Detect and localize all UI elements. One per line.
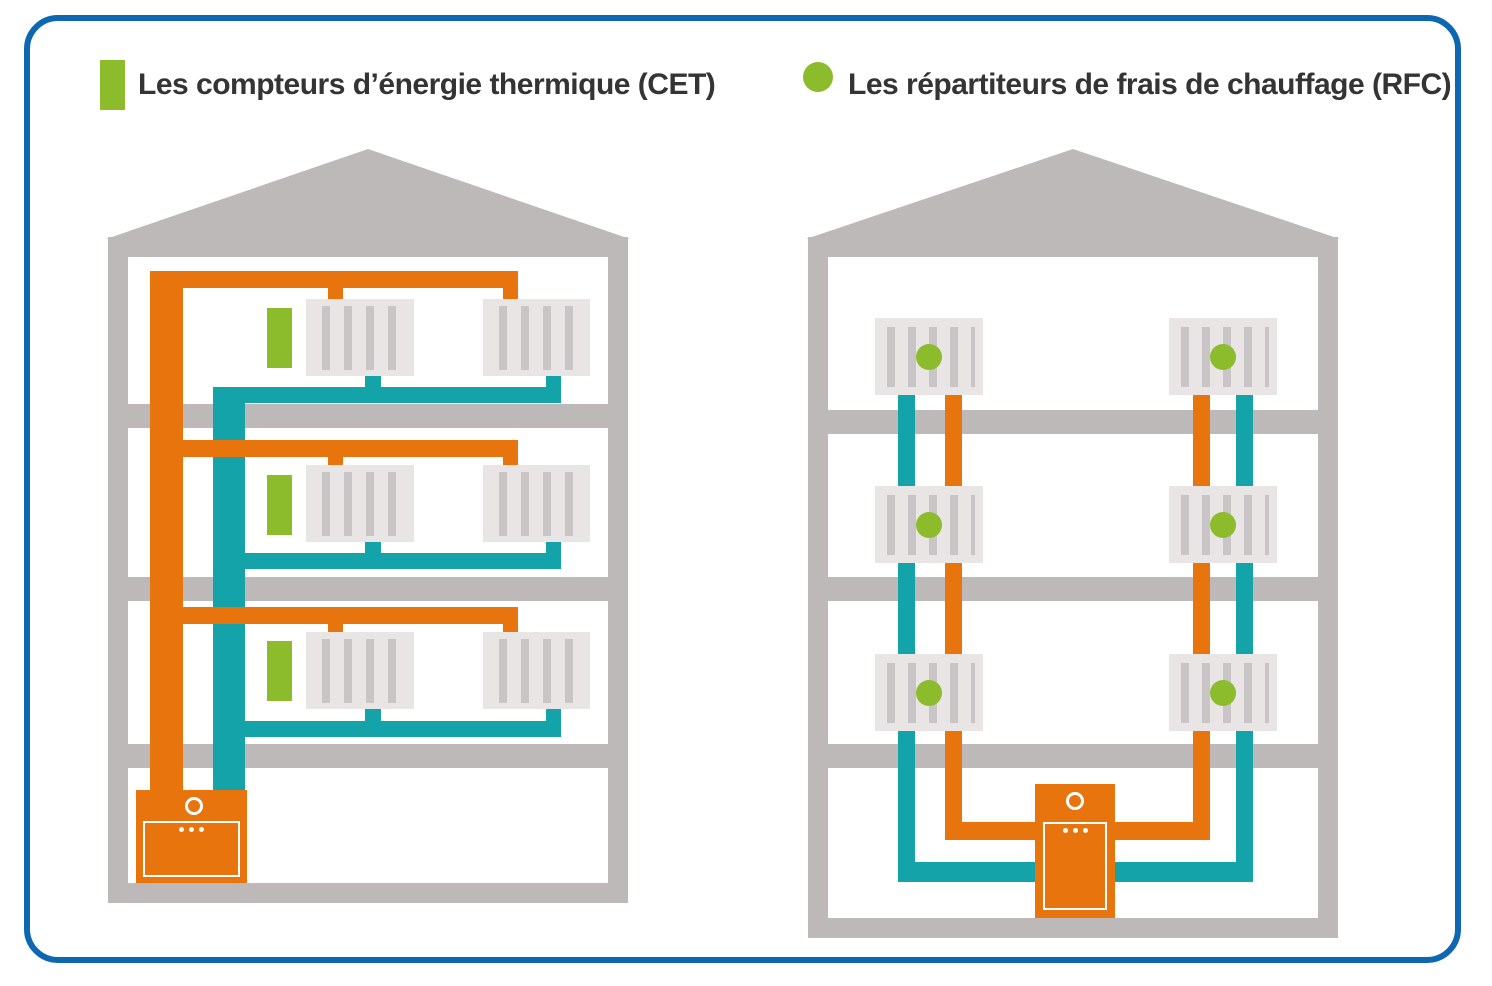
wall-bottom <box>808 918 1338 938</box>
rfc-allocator-icon <box>916 679 942 706</box>
radiator-fins <box>499 639 576 703</box>
floor2-return-stub <box>365 542 381 554</box>
cet-meter-icon <box>267 308 292 368</box>
radiator-fins <box>322 306 400 370</box>
floor1-supply-pipe <box>150 271 518 288</box>
radiator-fins <box>322 639 400 703</box>
floor1-return-pipe <box>213 387 561 403</box>
floor2-return-pipe <box>213 553 561 569</box>
cet-legend-label: Les compteurs d’énergie thermique (CET) <box>138 68 716 101</box>
floor3-return-pipe <box>213 721 561 737</box>
radiator <box>483 299 590 376</box>
radiator <box>306 299 414 376</box>
roof <box>106 149 630 239</box>
rfc-allocator-icon <box>1210 511 1236 538</box>
radiator-fins <box>322 472 400 536</box>
radiator <box>483 465 590 542</box>
wall-left <box>808 237 828 938</box>
cet-meter-icon <box>267 475 292 535</box>
rfc-allocator-icon <box>1210 679 1236 706</box>
boiler-panel <box>143 821 240 877</box>
radiator <box>1169 486 1277 563</box>
floor-slab <box>128 744 608 768</box>
boiler-porthole-icon <box>1066 792 1084 810</box>
supply-riser-pipe <box>150 271 183 790</box>
wall-top <box>108 237 628 257</box>
floor3-supply-drop <box>328 624 343 633</box>
rfc-legend-label: Les répartiteurs de frais de chauffage (… <box>848 68 1452 101</box>
outer-border <box>24 15 1461 963</box>
floor1-supply-drop <box>328 288 343 300</box>
radiator <box>306 465 414 542</box>
wall-right <box>1318 237 1338 938</box>
rfc-marker-icon <box>803 62 833 92</box>
boiler-panel <box>1043 822 1107 910</box>
radiator <box>875 318 983 395</box>
floor1-return-stub <box>365 376 381 388</box>
boiler-porthole-icon <box>185 797 203 815</box>
boiler <box>136 790 247 883</box>
radiator <box>306 632 414 709</box>
left-column-return-pipe <box>898 395 915 882</box>
floor2-supply-pipe <box>150 440 518 457</box>
floor3-return-stub <box>365 709 381 722</box>
boiler-vents-icon <box>179 827 204 832</box>
left-column-supply-pipe <box>945 395 962 840</box>
rfc-allocator-icon <box>916 343 942 370</box>
boiler <box>1035 784 1115 918</box>
floor-slab <box>128 404 608 428</box>
radiator <box>875 654 983 731</box>
radiator <box>1169 654 1277 731</box>
floor2-supply-drop <box>328 457 343 466</box>
radiator <box>483 632 590 709</box>
floor1-supply-drop <box>503 288 518 300</box>
floor-slab <box>128 577 608 601</box>
rfc-allocator-icon <box>1210 343 1236 370</box>
wall-top <box>808 237 1338 257</box>
radiator <box>875 486 983 563</box>
rfc-allocator-icon <box>916 511 942 538</box>
floor2-supply-drop <box>503 457 518 466</box>
boiler-vents-icon <box>1063 828 1088 833</box>
right-column-return-pipe <box>1236 395 1253 882</box>
wall-bottom <box>108 883 628 903</box>
radiator-fins <box>499 472 576 536</box>
wall-right <box>608 237 628 903</box>
cet-meter-icon <box>267 641 292 701</box>
floor3-supply-pipe <box>150 607 518 624</box>
radiator-fins <box>499 306 576 370</box>
wall-left <box>108 237 128 903</box>
radiator <box>1169 318 1277 395</box>
cet-marker-icon <box>100 60 125 110</box>
roof <box>806 149 1340 239</box>
floor3-supply-drop <box>503 624 518 633</box>
right-column-supply-pipe <box>1193 395 1210 840</box>
